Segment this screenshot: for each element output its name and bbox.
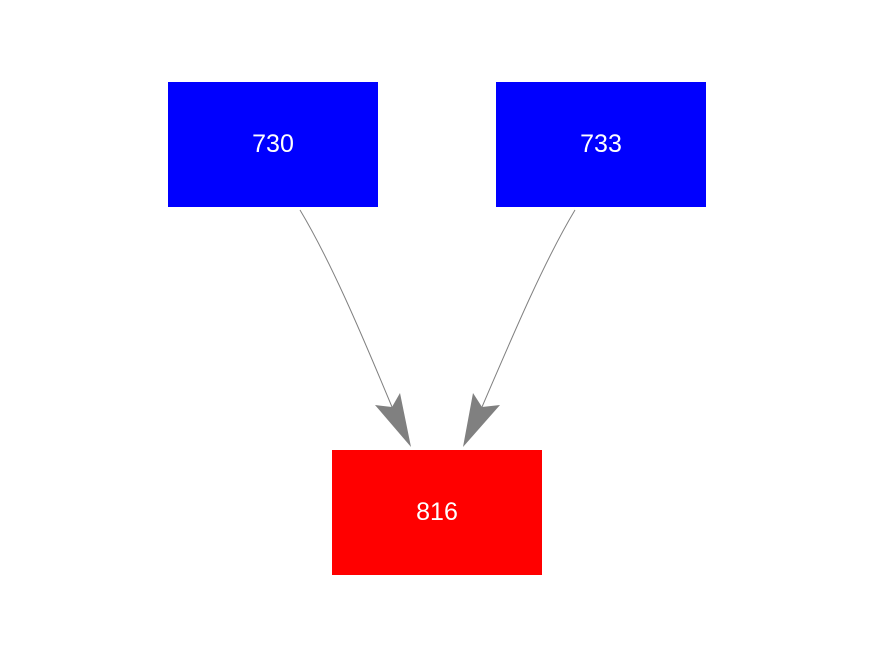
node-label: 733 — [580, 130, 622, 158]
node-733[interactable]: 733 — [496, 82, 706, 207]
edge-733-to-816 — [481, 209, 576, 408]
node-label: 730 — [252, 130, 294, 158]
edge-730-to-816 — [299, 209, 393, 408]
node-816[interactable]: 816 — [332, 450, 542, 575]
arrowhead-icon — [375, 393, 411, 447]
node-730[interactable]: 730 — [168, 82, 378, 207]
arrowhead-icon — [463, 393, 500, 447]
node-label: 816 — [416, 498, 458, 526]
